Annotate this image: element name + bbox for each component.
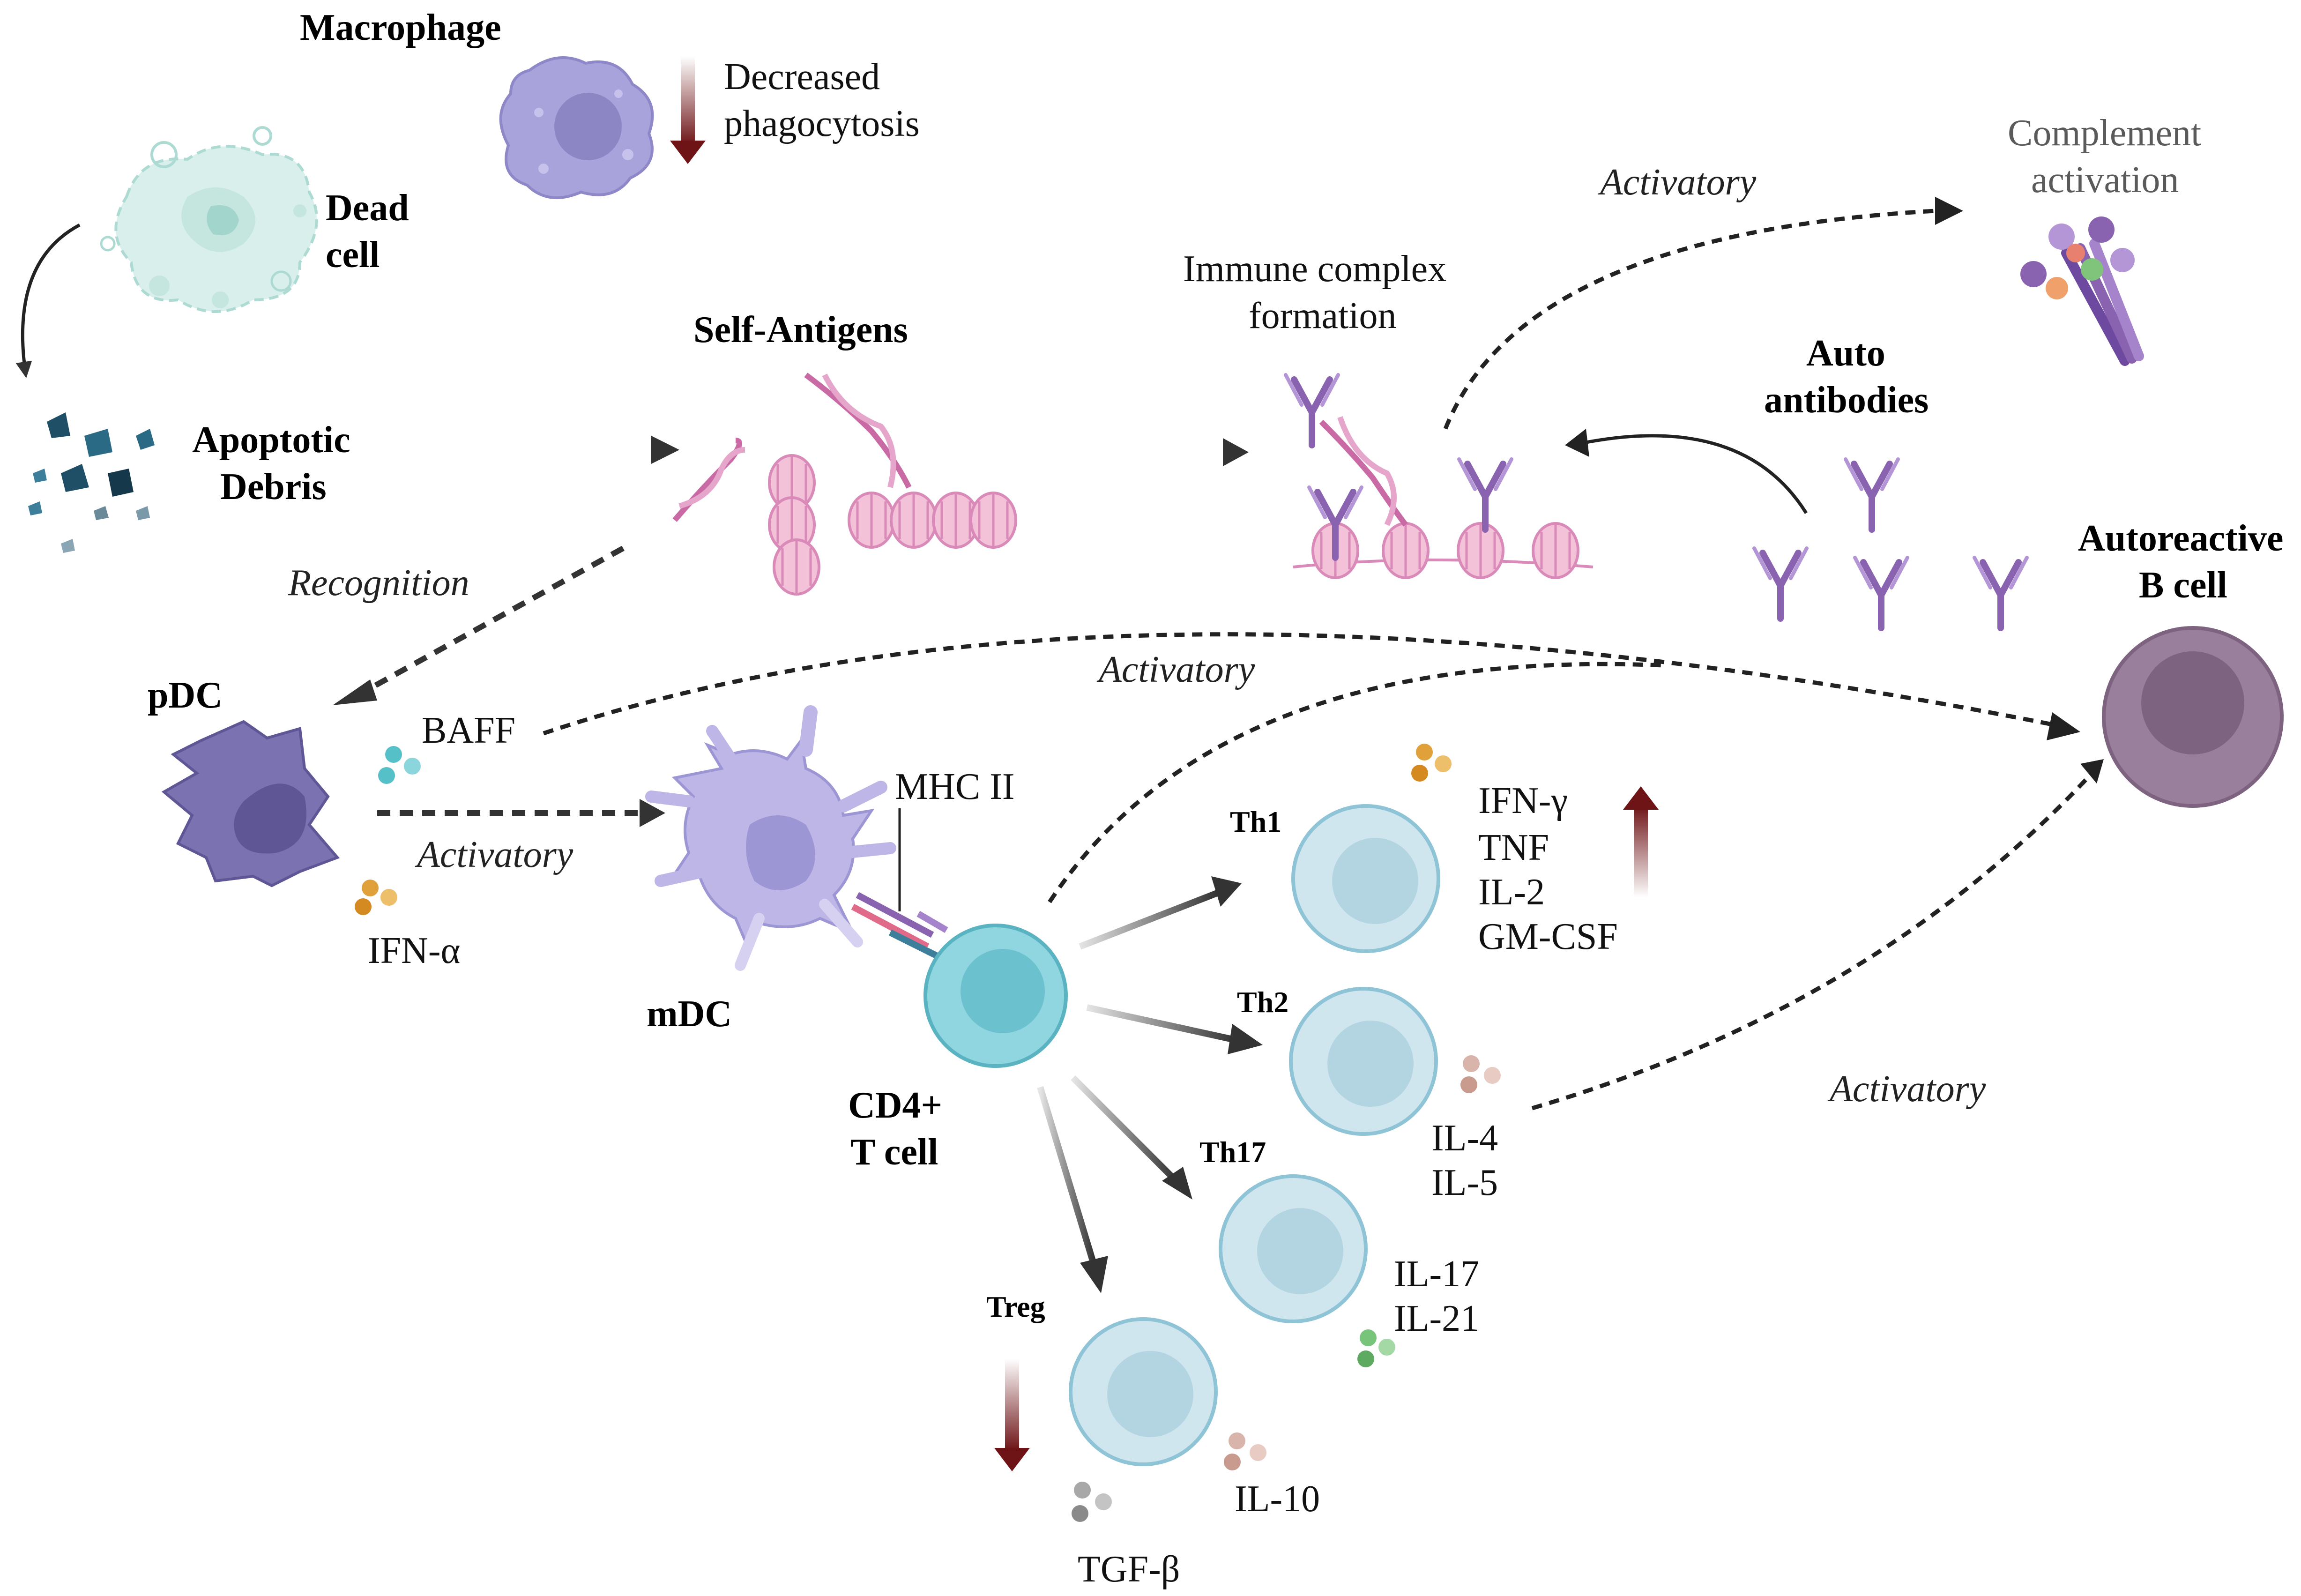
tcell-to-treg-arrowhead	[1080, 1256, 1108, 1293]
complex-to-complement-arrowhead	[1935, 197, 1963, 225]
complement-icon	[2020, 216, 2144, 366]
dead-cell-label-1: Dead	[326, 187, 409, 229]
tcell-to-th17-arrow	[1071, 1075, 1178, 1183]
th1-cytokine-1: IFN-γ	[1478, 780, 1568, 821]
decrease-arrow-icon	[670, 56, 706, 164]
complement-label-2: activation	[2031, 159, 2179, 201]
ifn-alpha-label: IFN-α	[368, 930, 460, 971]
dead-to-debris-arrow	[15, 223, 81, 378]
antibodies-to-complex-arrow	[1583, 434, 1808, 514]
mdc-label: mDC	[647, 993, 732, 1035]
dead-cell-icon	[100, 126, 318, 313]
antigen-to-complex-arrowhead	[1223, 438, 1249, 466]
complex-to-complement-arrow	[1443, 209, 1936, 430]
immune-complex-label-2: formation	[1249, 295, 1396, 336]
mdc-icon	[645, 705, 896, 971]
antibodies-to-complex-arrowhead	[1565, 429, 1589, 457]
th2-cell-icon	[1289, 987, 1438, 1136]
th1-cytokine-2: TNF	[1478, 827, 1549, 868]
activatory-label-pdc: Activatory	[415, 834, 573, 875]
th2-to-bcell-arrow	[1531, 771, 2094, 1111]
baff-to-bcell-arrow	[543, 632, 2062, 736]
autoantibodies-label-1: Auto	[1806, 333, 1885, 374]
treg-cell-icon	[1069, 1317, 1218, 1466]
tcell-to-th1-arrowhead	[1211, 876, 1242, 907]
tcell-to-th17-arrowhead	[1162, 1167, 1192, 1200]
debris-label-2: Debris	[220, 466, 327, 507]
b-cell-label-2: B cell	[2139, 565, 2227, 606]
ifn-alpha-dots-icon	[355, 880, 397, 915]
debris-label-1: Apoptotic	[192, 419, 350, 461]
tcell-to-th2-arrow	[1086, 1004, 1238, 1044]
decreased-label-1: Decreased	[724, 56, 880, 97]
pdc-icon	[161, 720, 340, 887]
recognition-arrow	[359, 545, 625, 696]
autoantibodies-label-2: antibodies	[1764, 380, 1929, 421]
th1-cell-icon	[1291, 804, 1440, 953]
mhc-ii-label: MHC II	[895, 766, 1015, 807]
baff-to-bcell-arrowhead	[2047, 712, 2080, 740]
debris-to-antigen-arrowhead	[651, 436, 679, 464]
self-antigens-icon	[672, 373, 1016, 594]
cd4-label-1: CD4+	[848, 1085, 942, 1126]
th2-label: Th2	[1237, 985, 1288, 1019]
decreased-label-2: phagocytosis	[724, 103, 920, 144]
il10-dots-icon	[1224, 1432, 1266, 1470]
th17-label: Th17	[1199, 1135, 1266, 1169]
cd4-label-2: T cell	[850, 1132, 938, 1173]
antibody-group-icon	[1754, 459, 2027, 628]
debris-icon	[28, 412, 155, 553]
th1-cytokine-3: IL-2	[1478, 872, 1545, 913]
activatory-label-mid: Activatory	[1096, 649, 1255, 690]
th17-cytokine-1: IL-17	[1394, 1253, 1479, 1295]
baff-dots-icon	[378, 746, 421, 784]
tgfb-label: TGF-β	[1078, 1549, 1180, 1590]
th1-label: Th1	[1230, 805, 1281, 838]
recognition-label: Recognition	[288, 562, 469, 604]
th1-dots-icon	[1411, 744, 1452, 782]
tcell-to-bcell-arrow	[1048, 662, 1664, 903]
complement-label-1: Complement	[2008, 112, 2201, 154]
th17-cytokine-2: IL-21	[1394, 1298, 1479, 1339]
treg-label: Treg	[986, 1290, 1045, 1323]
th2-dots-icon	[1460, 1055, 1501, 1093]
b-cell-icon	[2102, 626, 2284, 808]
tcell-to-treg-arrow	[1037, 1086, 1097, 1267]
tgfb-dots-icon	[1072, 1482, 1112, 1522]
baff-label: BAFF	[422, 710, 515, 751]
activatory-label-right: Activatory	[1827, 1068, 1986, 1110]
th2-cytokine-2: IL-5	[1431, 1162, 1498, 1203]
dead-cell-label-2: cell	[326, 234, 380, 276]
tcell-to-th1-arrow	[1079, 889, 1220, 950]
macrophage-icon	[499, 56, 654, 199]
t-cell-icon	[923, 924, 1068, 1068]
tcell-to-th2-arrowhead	[1228, 1024, 1263, 1054]
recognition-arrowhead	[333, 679, 377, 705]
immune-complex-label-1: Immune complex	[1183, 248, 1446, 290]
macrophage-label: Macrophage	[300, 7, 501, 48]
activatory-label-top: Activatory	[1598, 162, 1757, 203]
b-cell-label-1: Autoreactive	[2078, 518, 2283, 559]
th1-cytokine-4: GM-CSF	[1478, 916, 1618, 957]
treg-decrease-arrow-icon	[994, 1359, 1030, 1471]
immune-complex-icon	[1286, 375, 1594, 578]
pdc-label: pDC	[148, 675, 223, 716]
il10-label: IL-10	[1235, 1478, 1320, 1520]
self-antigens-label: Self-Antigens	[693, 309, 908, 351]
increase-arrow-icon	[1623, 786, 1659, 897]
th17-cell-icon	[1219, 1174, 1368, 1323]
th2-cytokine-1: IL-4	[1431, 1118, 1498, 1159]
pdc-to-mdc-arrowhead	[640, 799, 665, 827]
th2-to-bcell-arrowhead	[2080, 759, 2104, 783]
th17-dots-icon	[1357, 1329, 1395, 1367]
